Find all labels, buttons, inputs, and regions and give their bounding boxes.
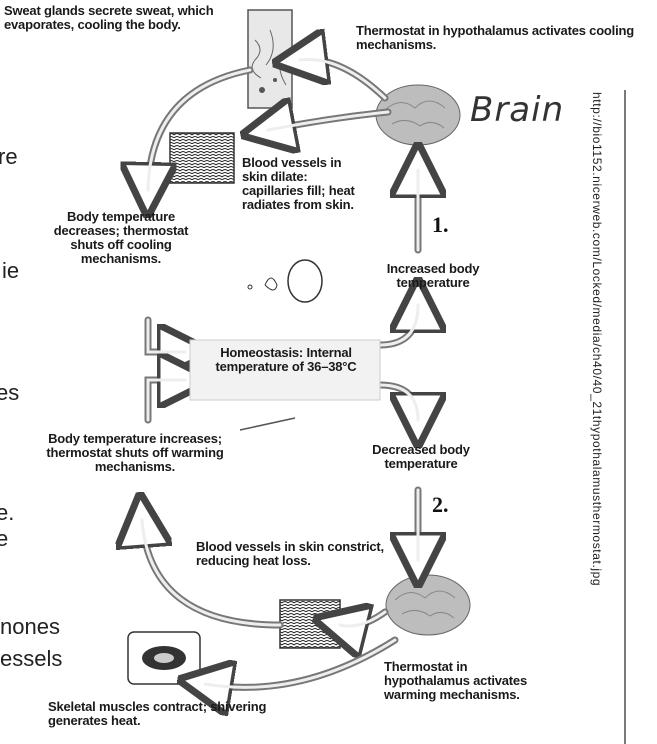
label-temp-increases: Body temperature increases; thermostat s… [30, 432, 240, 474]
label-decreased-temp: Decreased body temperature [346, 443, 496, 471]
edge-text-1: re [0, 144, 18, 170]
label-increased-temp: Increased body temperature [358, 262, 508, 290]
edge-text-5: e [0, 526, 8, 552]
label-brain-handwritten: Brain [470, 90, 564, 130]
label-muscles: Skeletal muscles contract; shivering gen… [48, 700, 288, 728]
edge-text-2: ie [2, 258, 19, 284]
doodle-circles [248, 260, 322, 302]
label-sweat-glands: Sweat glands secrete sweat, which evapor… [4, 4, 239, 32]
constricted-vessels-illustration [280, 600, 340, 648]
source-url-vertical: http://bio1152.nicerweb.com/Locked/media… [590, 92, 604, 732]
edge-text-4: e. [0, 500, 14, 526]
muscle-illustration [128, 632, 200, 684]
label-vessels-dilate: Blood vessels in skin dilate: capillarie… [242, 156, 362, 212]
label-vessels-constrict: Blood vessels in skin constrict, reducin… [196, 540, 401, 568]
edge-text-7: essels [0, 646, 62, 672]
edge-text-3: es [0, 380, 19, 406]
label-homeostasis: Homeostasis: Internal temperature of 36–… [196, 346, 376, 374]
edge-text-6: nones [0, 614, 60, 640]
label-thermostat-cooling: Thermostat in hypothalamus activates coo… [356, 24, 646, 52]
label-thermostat-warming: Thermostat in hypothalamus activates war… [384, 660, 544, 702]
brain-illustration-bottom [386, 575, 470, 635]
step-number-1: 1. [432, 212, 449, 238]
label-temp-decreases: Body temperature decreases; thermostat s… [36, 210, 206, 266]
step-number-2: 2. [432, 492, 449, 518]
sweat-gland-illustration [248, 10, 292, 108]
dilated-vessels-illustration [170, 133, 234, 183]
pen-scribble [240, 418, 295, 430]
